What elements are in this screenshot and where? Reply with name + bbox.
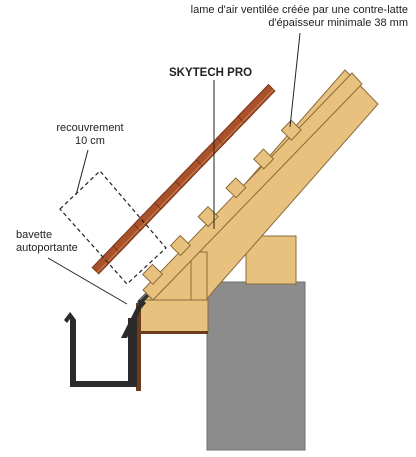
label-overlap-line2: 10 cm xyxy=(75,135,105,147)
batten xyxy=(169,234,192,257)
batten xyxy=(280,119,302,141)
batten xyxy=(252,148,275,170)
gutter-lip xyxy=(64,312,76,323)
counter-batten xyxy=(142,72,363,301)
label-air-gap: lame d'air ventilée créée par une contre… xyxy=(191,4,408,30)
overlap-dashed-box xyxy=(59,170,167,285)
battens xyxy=(141,119,302,285)
label-flashing-line2: autoportante xyxy=(16,242,78,254)
tile-highlight xyxy=(242,89,274,122)
flashing xyxy=(121,300,146,338)
label-overlap: recouvrement 10 cm xyxy=(52,122,128,148)
gutter xyxy=(70,312,137,387)
masonry-wall xyxy=(206,281,306,451)
label-air-gap-line1: lame d'air ventilée créée par une contre… xyxy=(190,4,408,16)
leader-overlap xyxy=(75,149,89,196)
fascia-board xyxy=(139,299,209,333)
leader-flashing xyxy=(47,257,128,305)
label-flashing: bavette autoportante xyxy=(16,229,78,255)
leader-air-gap xyxy=(289,32,301,128)
label-flashing-line1: bavette xyxy=(16,229,53,241)
label-overlap-line1: recouvrement xyxy=(56,122,124,134)
batten xyxy=(197,205,219,228)
label-air-gap-line2: d'épaisseur minimale 38 mm xyxy=(268,17,408,29)
soffit-edge xyxy=(140,331,208,334)
roof-tile xyxy=(237,83,276,124)
fascia-edge xyxy=(136,303,141,391)
batten xyxy=(141,263,164,285)
batten xyxy=(225,177,247,199)
label-product: SKYTECH PRO xyxy=(169,67,253,79)
